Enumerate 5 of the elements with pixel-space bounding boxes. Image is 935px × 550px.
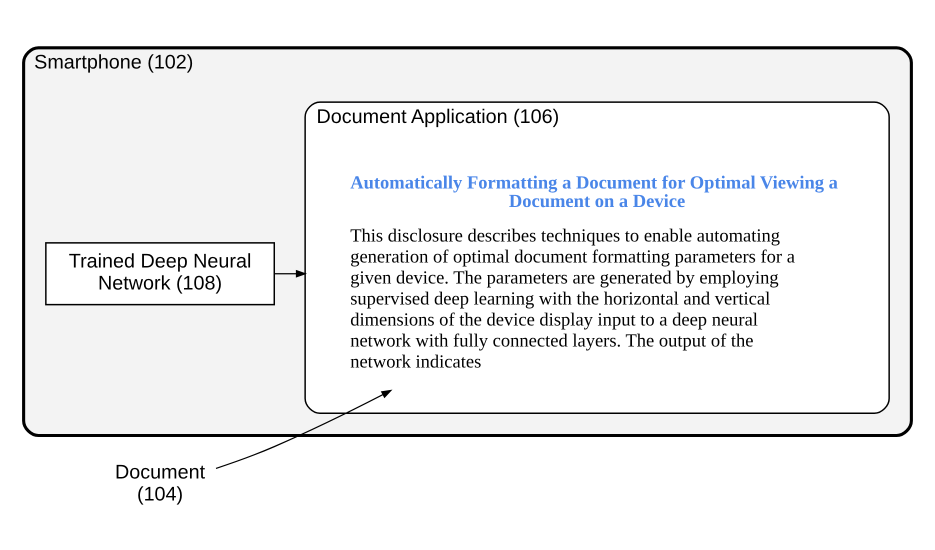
- node-text: Document (104): [115, 461, 206, 506]
- node-text: Automatically Formatting a Document for Optimal Viewing a Document on a Device This disclosure describes techniques to enable automating generation of optimal document formatting parameters for a given device. The parameters are generated by employing supervised deep learning with the horizontal and vertical dimensions of the device display input to a deep neural network with fully connected layers. The output of the network indicates: [350, 172, 838, 373]
- node-box: Trained Deep Neural Network (108): [45, 242, 275, 306]
- arrow: [274, 270, 307, 278]
- arrow: [216, 390, 392, 469]
